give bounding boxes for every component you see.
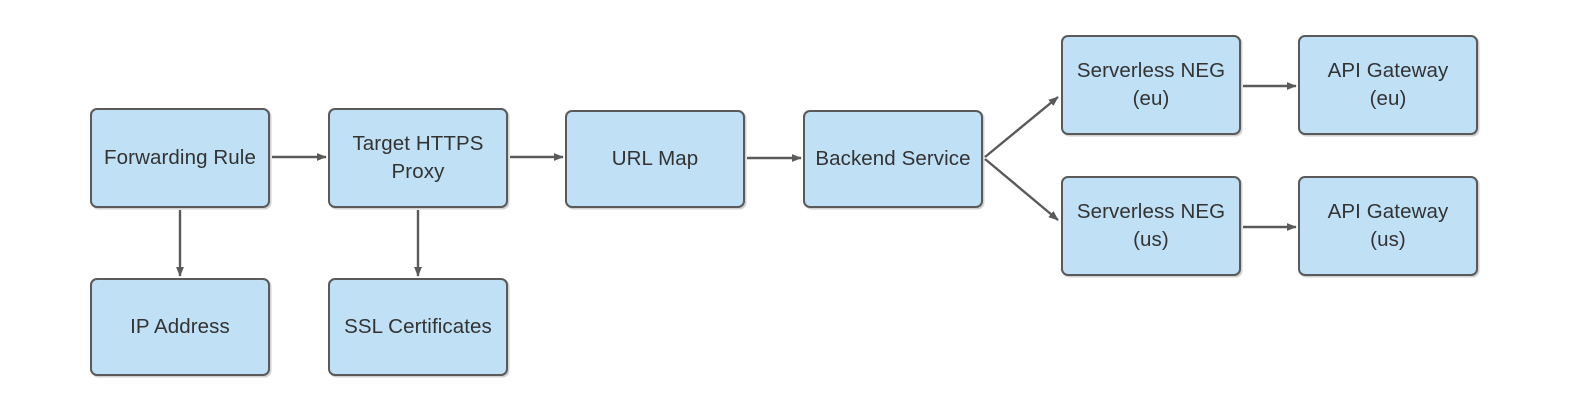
- node-label-ssl-certificates: SSL Certificates: [344, 315, 492, 339]
- node-url-map[interactable]: URL Map: [565, 110, 745, 208]
- node-serverless-neg-eu[interactable]: Serverless NEG (eu): [1061, 35, 1241, 135]
- node-label-api-gateway-eu: API Gateway (eu): [1327, 59, 1449, 110]
- node-label-forwarding-rule: Forwarding Rule: [104, 146, 256, 170]
- node-label-serverless-neg-eu: Serverless NEG (eu): [1076, 59, 1226, 110]
- node-api-gateway-eu[interactable]: API Gateway (eu): [1298, 35, 1478, 135]
- node-label-api-gateway-us: API Gateway (us): [1327, 200, 1449, 251]
- node-target-https-proxy[interactable]: Target HTTPS Proxy: [328, 108, 508, 208]
- node-backend-service[interactable]: Backend Service: [803, 110, 983, 208]
- edge-backend-service-to-serverless-neg-eu: [984, 96, 1059, 158]
- node-label-target-https-proxy: Target HTTPS Proxy: [352, 132, 484, 183]
- node-ssl-certificates[interactable]: SSL Certificates: [328, 278, 508, 376]
- node-label-serverless-neg-us: Serverless NEG (us): [1076, 200, 1226, 251]
- node-api-gateway-us[interactable]: API Gateway (us): [1298, 176, 1478, 276]
- node-label-ip-address: IP Address: [130, 315, 230, 339]
- node-label-url-map: URL Map: [611, 147, 699, 171]
- node-forwarding-rule[interactable]: Forwarding Rule: [90, 108, 270, 208]
- edge-backend-service-to-serverless-neg-us: [984, 158, 1059, 221]
- node-label-backend-service: Backend Service: [815, 147, 971, 171]
- node-serverless-neg-us[interactable]: Serverless NEG (us): [1061, 176, 1241, 276]
- node-ip-address[interactable]: IP Address: [90, 278, 270, 376]
